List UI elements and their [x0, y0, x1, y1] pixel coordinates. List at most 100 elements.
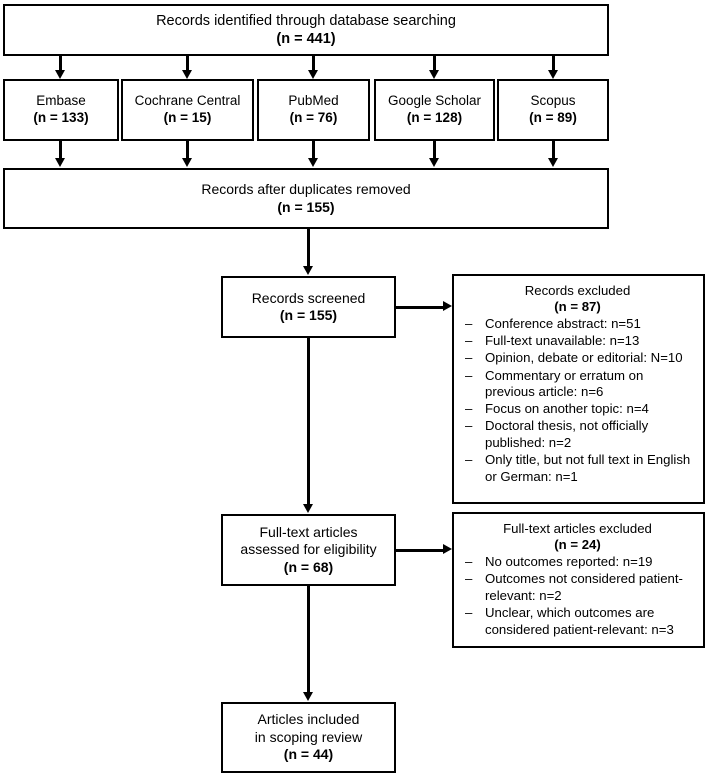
database-box-cochrane-central: Cochrane Central (n = 15) — [121, 79, 254, 141]
arrow-screened-to-excluded — [443, 301, 452, 311]
connector-cochrane-to-duplicates — [186, 141, 189, 159]
database-name-cochrane-central: Cochrane Central — [134, 93, 241, 109]
duplicates-removed-label: Records after duplicates removed — [201, 181, 411, 197]
dash-bullet-icon: – — [465, 418, 473, 434]
list-item: –Unclear, which outcomes are considered … — [461, 605, 694, 638]
records-identified-count: (n = 441) — [276, 31, 336, 47]
records-identified-box: Records identified through database sear… — [3, 4, 609, 56]
connector-pubmed-to-duplicates — [312, 141, 315, 159]
records-excluded-label: Records excluded — [524, 283, 631, 298]
dash-bullet-icon: – — [465, 401, 473, 417]
list-item-text: Opinion, debate or editorial: N=10 — [485, 350, 683, 366]
arrow-screened-to-eligibility — [303, 504, 313, 513]
database-name-scopus: Scopus — [530, 93, 576, 109]
dash-bullet-icon: – — [465, 367, 473, 383]
records-excluded-box: Records excluded (n = 87) –Conference ab… — [452, 274, 705, 504]
arrow-top-to-google — [429, 70, 439, 79]
connector-screened-to-excluded — [396, 306, 444, 309]
arrow-top-to-embase — [55, 70, 65, 79]
database-count-google-scholar: (n = 128) — [406, 110, 463, 125]
arrow-cochrane-to-duplicates — [182, 158, 192, 167]
list-item: –Opinion, debate or editorial: N=10 — [461, 350, 694, 367]
duplicates-removed-count: (n = 155) — [277, 198, 335, 215]
database-name-google-scholar: Google Scholar — [387, 93, 482, 109]
connector-eligibility-to-included — [307, 586, 310, 693]
fulltext-excluded-count: (n = 24) — [554, 537, 601, 553]
arrow-eligibility-to-included — [303, 692, 313, 701]
arrow-pubmed-to-duplicates — [308, 158, 318, 167]
list-item-text: Conference abstract: n=51 — [485, 316, 641, 332]
records-excluded-count: (n = 87) — [554, 299, 601, 315]
dash-bullet-icon: – — [465, 350, 473, 366]
fulltext-assessed-count: (n = 68) — [283, 558, 334, 575]
list-item: –Commentary or erratum on previous artic… — [461, 368, 694, 401]
list-item-text: Commentary or erratum on previous articl… — [485, 367, 644, 400]
connector-top-to-google — [433, 56, 436, 71]
connector-top-to-scopus — [552, 56, 555, 71]
list-item: –Focus on another topic: n=4 — [461, 401, 694, 418]
articles-included-label-line1: Articles included — [257, 711, 360, 728]
list-item: –Conference abstract: n=51 — [461, 316, 694, 333]
connector-duplicates-to-screened — [307, 229, 310, 267]
database-box-scopus: Scopus (n = 89) — [497, 79, 609, 141]
fulltext-excluded-reason-list: –No outcomes reported: n=19 –Outcomes no… — [461, 554, 694, 638]
articles-included-box: Articles included in scoping review (n =… — [221, 702, 396, 773]
list-item: –Only title, but not full text in Englis… — [461, 452, 694, 485]
arrow-scopus-to-duplicates — [548, 158, 558, 167]
list-item-text: Only title, but not full text in English… — [485, 452, 691, 484]
fulltext-excluded-heading: Full-text articles excluded (n = 24) — [461, 521, 694, 553]
database-name-embase: Embase — [36, 93, 86, 109]
dash-bullet-icon: – — [465, 571, 473, 587]
list-item-text: No outcomes reported: n=19 — [485, 554, 653, 570]
database-count-cochrane-central: (n = 15) — [163, 110, 212, 125]
list-item: –Doctoral thesis, not officially publish… — [461, 418, 694, 451]
list-item: –Outcomes not considered patient-relevan… — [461, 571, 694, 604]
records-screened-label: Records screened — [251, 289, 366, 306]
connector-top-to-pubmed — [312, 56, 315, 71]
database-count-scopus: (n = 89) — [529, 110, 577, 125]
arrow-eligibility-to-fulltext-excluded — [443, 544, 452, 554]
arrow-duplicates-to-screened — [303, 266, 313, 275]
fulltext-excluded-label: Full-text articles excluded — [503, 521, 652, 536]
dash-bullet-icon: – — [465, 316, 473, 332]
list-item: –No outcomes reported: n=19 — [461, 554, 694, 571]
records-screened-box: Records screened (n = 155) — [221, 276, 396, 338]
dash-bullet-icon: – — [465, 605, 473, 621]
list-item-text: Focus on another topic: n=4 — [485, 401, 649, 417]
records-excluded-heading: Records excluded (n = 87) — [461, 283, 694, 315]
database-name-pubmed: PubMed — [288, 93, 339, 109]
list-item: –Full-text unavailable: n=13 — [461, 333, 694, 350]
fulltext-assessed-label-line2: assessed for eligibility — [240, 541, 377, 558]
records-screened-count: (n = 155) — [279, 307, 338, 323]
database-box-google-scholar: Google Scholar (n = 128) — [374, 79, 495, 141]
records-after-duplicates-removed-box: Records after duplicates removed (n = 15… — [3, 168, 609, 229]
fulltext-articles-excluded-box: Full-text articles excluded (n = 24) –No… — [452, 512, 705, 648]
connector-scopus-to-duplicates — [552, 141, 555, 159]
list-item-text: Outcomes not considered patient-relevant… — [485, 571, 683, 603]
connector-top-to-cochrane — [186, 56, 189, 71]
database-box-pubmed: PubMed (n = 76) — [257, 79, 370, 141]
database-count-embase: (n = 133) — [33, 110, 89, 125]
dash-bullet-icon: – — [465, 333, 473, 349]
connector-google-to-duplicates — [433, 141, 436, 159]
fulltext-assessed-for-eligibility-box: Full-text articles assessed for eligibil… — [221, 514, 396, 586]
connector-embase-to-duplicates — [59, 141, 62, 159]
arrow-top-to-cochrane — [182, 70, 192, 79]
arrow-embase-to-duplicates — [55, 158, 65, 167]
connector-eligibility-to-fulltext-excluded — [396, 549, 444, 552]
records-excluded-reason-list: –Conference abstract: n=51 –Full-text un… — [461, 316, 694, 485]
list-item-text: Unclear, which outcomes are considered p… — [485, 605, 674, 637]
database-box-embase: Embase (n = 133) — [3, 79, 119, 141]
records-identified-label: Records identified through database sear… — [156, 12, 456, 29]
articles-included-label-line2: in scoping review — [254, 728, 363, 745]
dash-bullet-icon: – — [465, 554, 473, 570]
arrow-top-to-pubmed — [308, 70, 318, 79]
database-count-pubmed: (n = 76) — [289, 110, 338, 125]
list-item-text: Doctoral thesis, not officially publishe… — [485, 418, 649, 451]
arrow-google-to-duplicates — [429, 158, 439, 167]
fulltext-assessed-label-line1: Full-text articles — [259, 523, 358, 540]
articles-included-count: (n = 44) — [283, 746, 334, 763]
connector-screened-to-eligibility — [307, 338, 310, 505]
connector-top-to-embase — [59, 56, 62, 71]
